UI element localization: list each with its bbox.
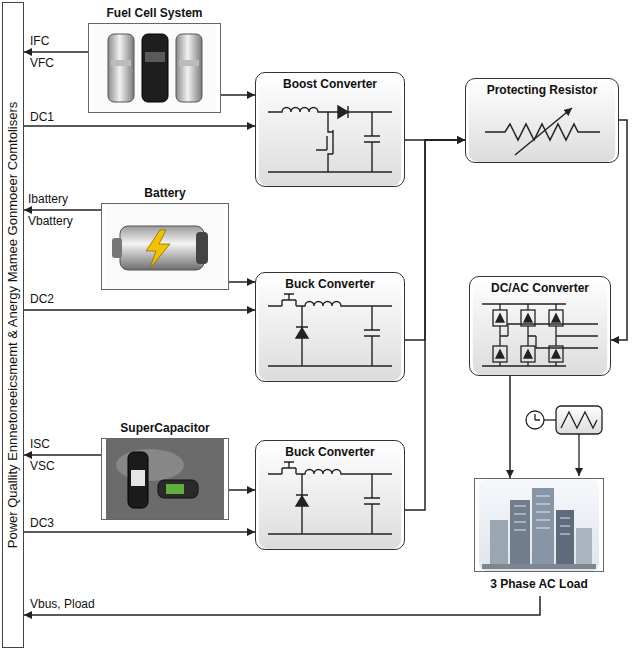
pwm-generator: [526, 406, 602, 476]
converter-box: Buck Converter: [255, 272, 405, 382]
connector: [221, 94, 255, 96]
converter-box: DC/AC Converter: [469, 276, 611, 376]
buck-circuit: [268, 462, 392, 534]
source-title: Battery: [101, 185, 229, 201]
connector: [24, 454, 101, 456]
signal-label: VFC: [30, 56, 54, 70]
connector: [24, 51, 88, 53]
converter-box: Buck Converter: [255, 440, 405, 550]
box-title: DC/AC Converter: [470, 280, 610, 296]
box-title: Buck Converter: [256, 276, 404, 292]
image-frame: [101, 438, 229, 520]
image-frame: [474, 478, 604, 572]
connector: [24, 209, 101, 211]
signal-label: DC3: [30, 516, 54, 530]
converter-box: Boost Converter: [255, 72, 405, 187]
connector: [24, 125, 255, 127]
connector: [24, 309, 255, 311]
boost-circuit: [268, 106, 392, 172]
inverter-bridge: [482, 304, 598, 366]
image-frame: [101, 203, 229, 290]
connector: [405, 140, 465, 510]
signal-label: DC1: [30, 110, 54, 124]
load-title: 3 Phase AC Load: [474, 576, 604, 592]
box-title: Boost Converter: [256, 76, 404, 92]
connector: [229, 489, 255, 491]
signal-label: DC2: [30, 292, 54, 306]
signal-label: ISC: [30, 437, 50, 451]
connector: [405, 140, 465, 340]
box-title: Protecting Resistor: [466, 82, 618, 98]
supercapacitor-node: SuperCapacitor: [101, 420, 229, 520]
battery-illustration: [106, 204, 224, 289]
signal-label: Vbus, Pload: [30, 597, 95, 611]
signal-label: Vbattery: [28, 214, 73, 228]
fuel-cell-node: Fuel Cell System: [88, 5, 221, 113]
connector: [509, 376, 511, 478]
buck-circuit: [268, 294, 392, 366]
load-node: 3 Phase AC Load: [474, 478, 604, 596]
fuel-cell-illustration: [93, 24, 216, 112]
source-title: SuperCapacitor: [101, 420, 229, 436]
signal-label: VSC: [30, 459, 55, 473]
resistor-box: Protecting Resistor: [465, 78, 619, 163]
source-title: Fuel Cell System: [88, 5, 221, 21]
signal-label: IFC: [30, 34, 49, 48]
controller-bar: Power Quallity Ennnetoneeicsmemt & Anerg…: [2, 2, 24, 648]
controller-title: Power Quallity Ennnetoneeicsmemt & Anerg…: [5, 102, 21, 549]
supercapacitor-illustration: [106, 439, 224, 519]
connector: [24, 596, 540, 615]
connector: [611, 120, 627, 340]
box-title: Buck Converter: [256, 444, 404, 460]
signal-label: Ibattery: [28, 192, 68, 206]
image-frame: [88, 23, 221, 113]
resistor-symbol: [485, 108, 600, 155]
city-load-illustration: [479, 479, 599, 571]
connector: [24, 531, 255, 533]
connector: [229, 281, 255, 283]
battery-node: Battery: [101, 185, 229, 290]
